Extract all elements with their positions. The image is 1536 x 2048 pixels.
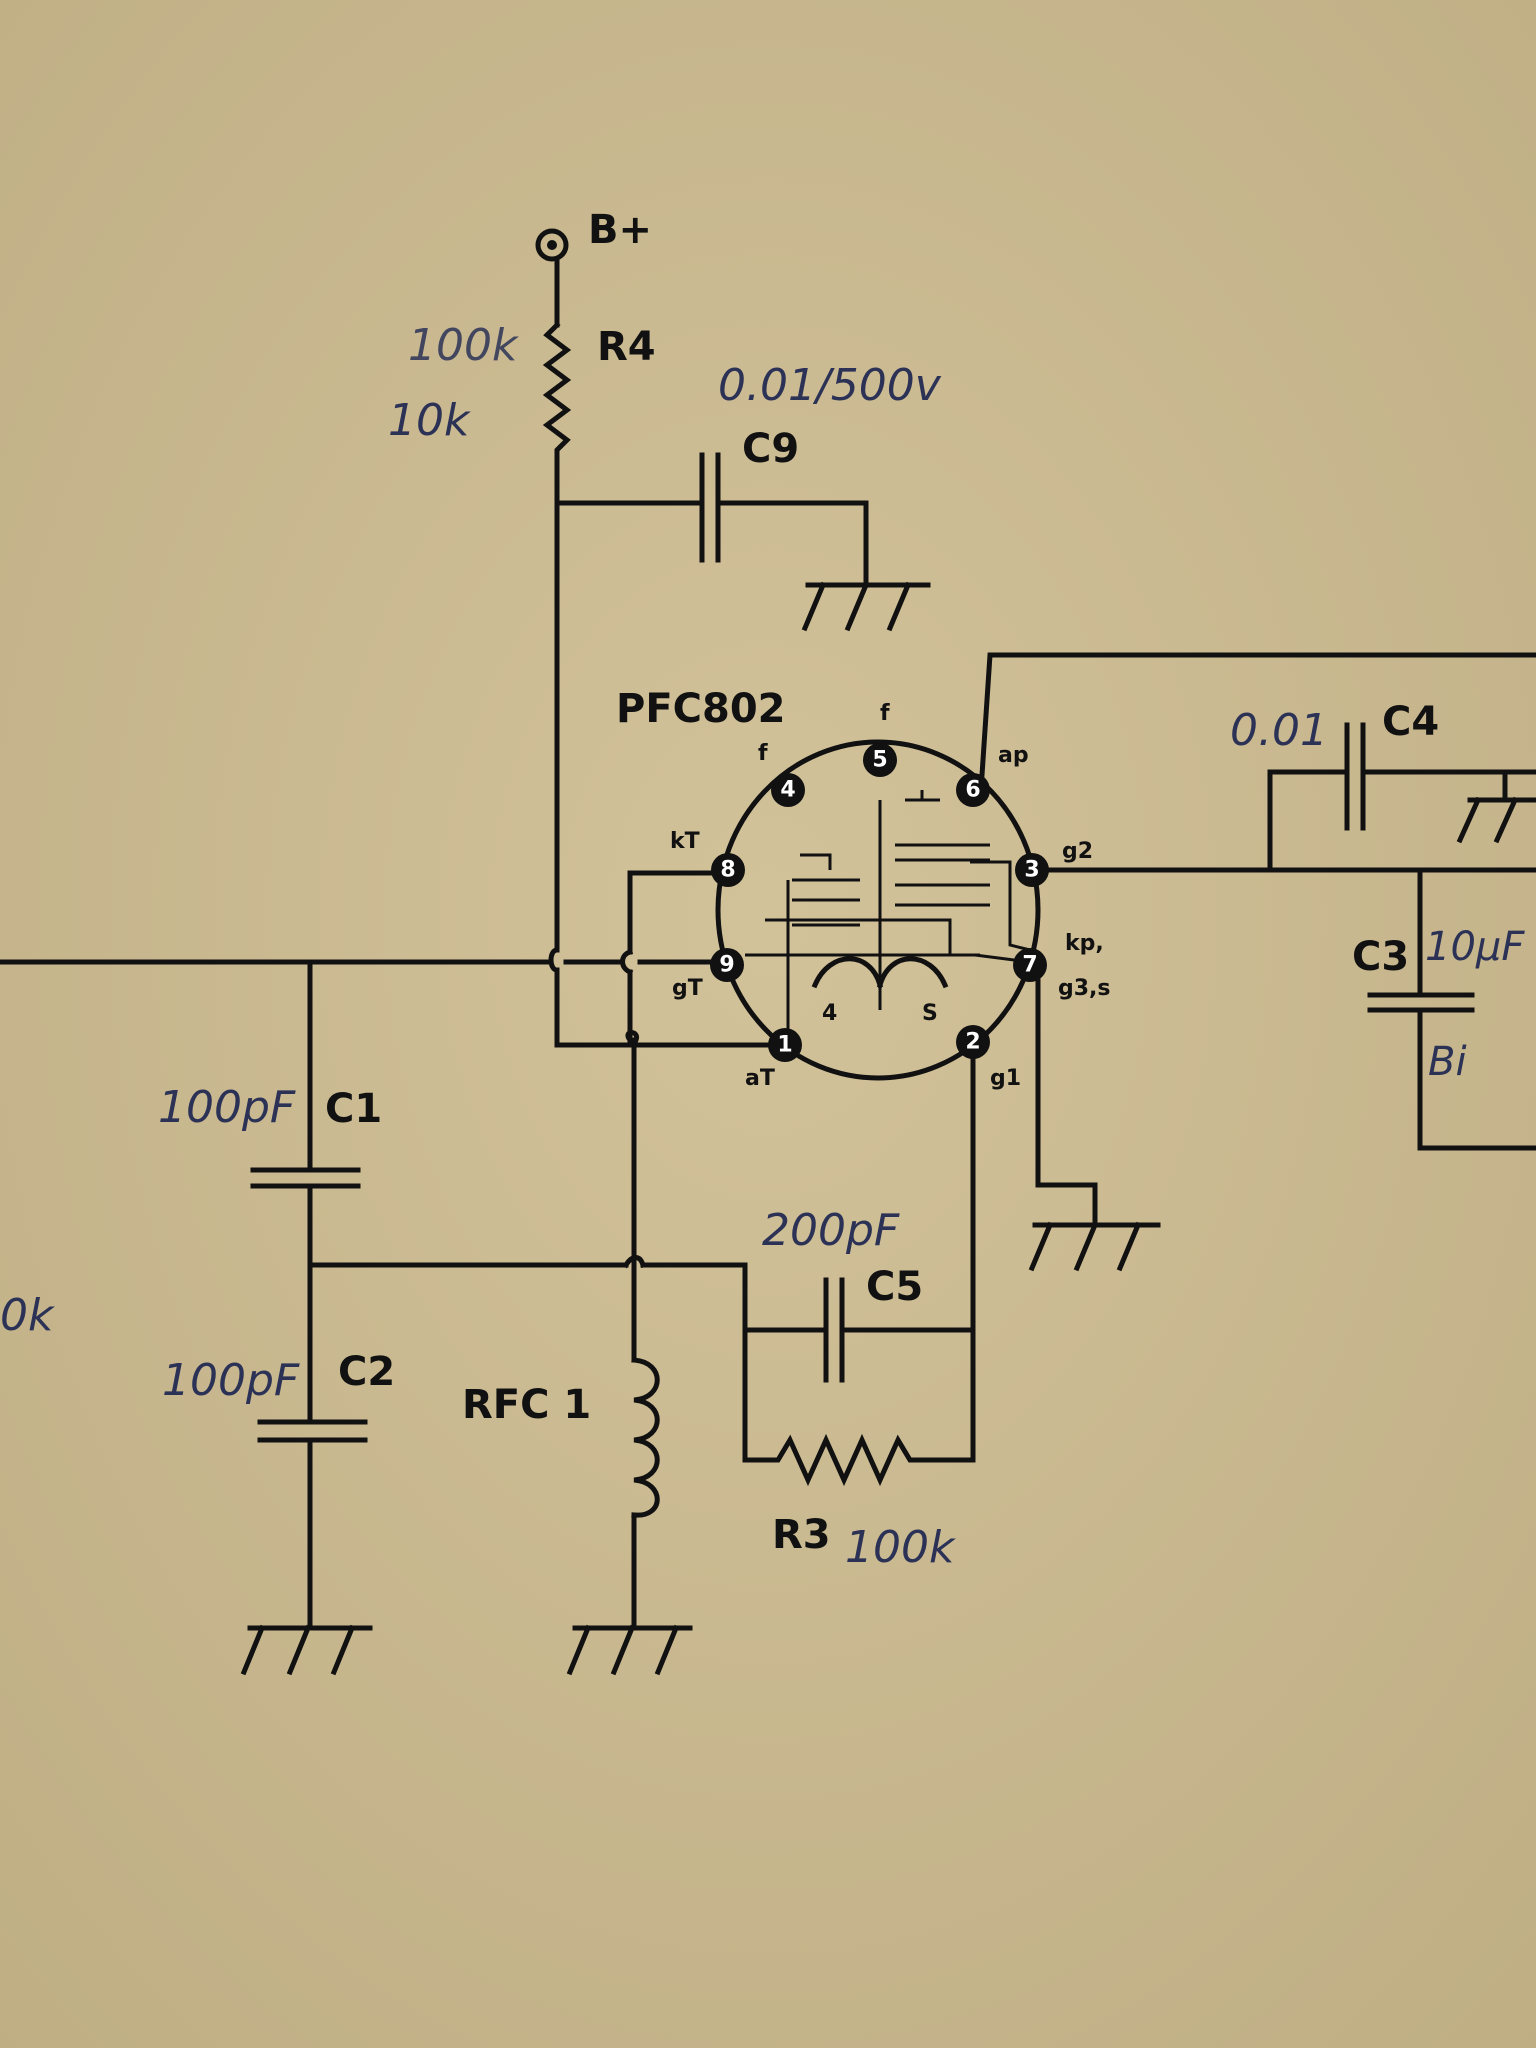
pin-label-kp: kp, [1065,931,1104,956]
c9-value: 0.01/500v [718,360,942,411]
ground-c2 [240,1624,373,1676]
svg-text:4: 4 [780,778,795,803]
pin-1: 1 [768,1028,802,1062]
svg-text:5: 5 [872,748,887,773]
pin-label-g2: g2 [1062,839,1093,864]
pin-9: 9 [710,948,744,982]
pin-8: 8 [711,853,745,887]
capacitor-c2 [257,1262,368,1631]
capacitor-c4 [1267,722,1536,873]
svg-text:2: 2 [965,1030,980,1055]
wire-pin6 [979,652,1536,778]
pin-3: 3 [1015,853,1049,887]
svg-text:7: 7 [1022,953,1037,978]
c9-label: C9 [742,426,799,472]
pin-label-f-left: f [758,741,768,766]
resistor-r3 [742,1433,976,1487]
pin-label-gt: gT [672,976,703,1001]
r4-scribble: 100k [408,320,519,371]
c3-extra: Bi [1428,1039,1467,1085]
pin-5: 5 [863,743,897,777]
svg-text:1: 1 [777,1033,792,1058]
c4-label: C4 [1382,699,1439,745]
inductor-rfc1 [631,1357,660,1631]
c1-label: C1 [325,1086,382,1132]
ground-c4 [1456,769,1536,844]
rfc1-label: RFC 1 [462,1382,591,1428]
svg-text:9: 9 [719,953,734,978]
ground-c9 [801,581,931,632]
ground-pin7 [1028,1221,1161,1272]
svg-text:6: 6 [965,778,980,803]
wire-pin7 [1035,977,1098,1228]
c2-value: 100pF [162,1355,300,1406]
bplus-terminal [535,228,569,328]
pin-6: 6 [956,773,990,807]
r3-label: R3 [772,1512,831,1558]
pin-label-ap: ap [998,743,1029,768]
c2-label: C2 [338,1349,395,1395]
c4-value: 0.01 [1230,705,1328,756]
svg-text:3: 3 [1024,858,1039,883]
left-edge-value: 0k [0,1290,55,1341]
pin-label-kt: kT [670,829,700,854]
pin-2: 2 [956,1025,990,1059]
wire-pin8 [627,870,731,955]
inner-label-4: 4 [822,1001,837,1026]
pin-label-at: aT [745,1066,775,1091]
c3-label: C3 [1352,934,1409,980]
wire-anode-bottom [554,967,788,1048]
resistor-r4 [542,321,572,508]
ground-rfc1 [566,1624,693,1676]
capacitor-c3 [1367,867,1536,1151]
r4-value: 10k [388,395,471,446]
inner-label-s: S [922,1001,938,1026]
tube-label: PFC802 [616,686,786,732]
bplus-label: B+ [588,207,652,253]
capacitor-c9 [554,452,869,588]
pin-label-f-top: f [880,701,890,726]
wire-node-to-c5 [640,1262,748,1453]
pin-label-g1: g1 [990,1066,1021,1091]
c3-value: 10µF [1425,924,1525,970]
capacitor-c5 [742,1277,976,1383]
capacitor-c1 [250,959,361,1268]
pin-label-g3s: g3,s [1058,976,1111,1001]
tube-pfc802 [715,739,1041,1081]
svg-text:8: 8 [720,858,735,883]
c5-label: C5 [866,1264,923,1310]
c1-value: 100pF [158,1082,296,1133]
r4-label: R4 [597,324,656,370]
pin-7: 7 [1013,948,1047,982]
r3-value: 100k [845,1522,956,1573]
pin-4: 4 [771,773,805,807]
c5-value: 200pF [762,1205,900,1256]
